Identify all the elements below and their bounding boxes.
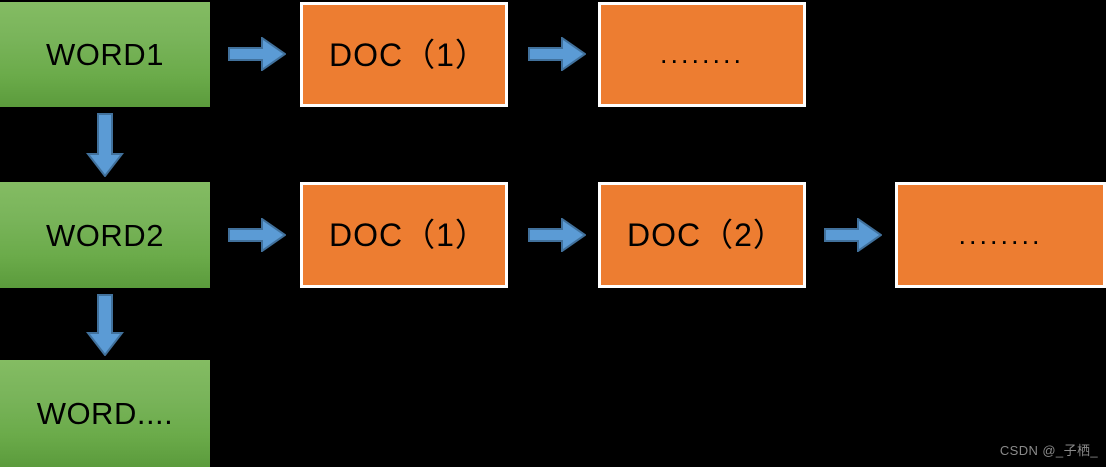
node-word2-label: WORD2 (46, 217, 164, 253)
node-row2-doc2-label: DOC（2） (627, 217, 786, 253)
node-word-more-label: WORD.... (36, 396, 174, 431)
node-row2-ellipsis-label: ........ (958, 219, 1043, 250)
node-row2-ellipsis[interactable]: ........ (895, 182, 1106, 288)
node-word1-label: WORD1 (46, 37, 164, 72)
node-row1-ellipsis-label: ........ (659, 39, 744, 69)
node-word-more[interactable]: WORD.... (0, 360, 210, 467)
arrow-word1-to-doc1 (228, 37, 286, 71)
node-row2-doc1-label: DOC（1） (329, 217, 488, 253)
arrow-word2-to-wordmore (86, 294, 124, 356)
arrow-word2-to-doc1 (228, 218, 286, 252)
arrow-doc1-to-doc2 (528, 218, 586, 252)
arrow-doc1-to-ellipsis (528, 37, 586, 71)
node-row2-doc2[interactable]: DOC（2） (598, 182, 806, 288)
arrow-word1-to-word2 (86, 113, 124, 177)
node-row1-ellipsis[interactable]: ........ (598, 2, 806, 107)
csdn-watermark-text: CSDN @_子栖_ (999, 443, 1098, 458)
node-row2-doc1[interactable]: DOC（1） (300, 182, 508, 288)
node-row1-doc1-label: DOC（1） (329, 36, 488, 73)
node-row1-doc1[interactable]: DOC（1） (300, 2, 508, 107)
csdn-watermark: CSDN @_子栖_ (1000, 440, 1098, 459)
node-word1[interactable]: WORD1 (0, 2, 210, 107)
arrow-doc2-to-ellipsis (824, 218, 882, 252)
node-word2[interactable]: WORD2 (0, 182, 210, 288)
